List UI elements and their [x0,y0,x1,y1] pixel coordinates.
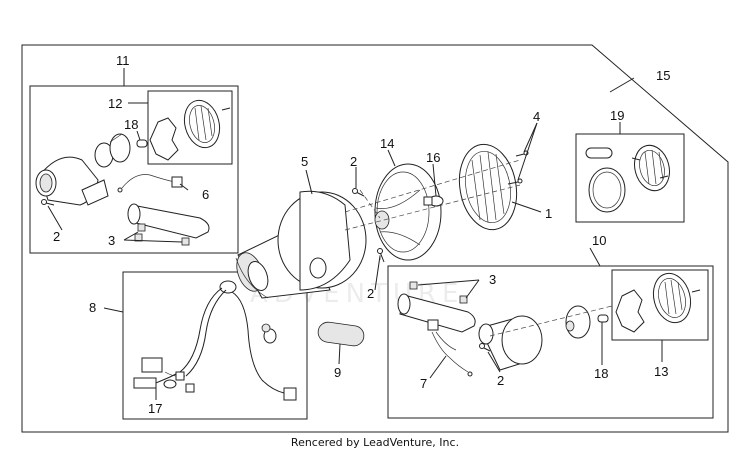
callout-12: 12 [108,96,122,111]
wire-part-6 [117,174,183,193]
callout-9: 9 [334,365,341,380]
callout-14: 14 [380,136,394,151]
callout-19: 19 [610,108,624,123]
gasket-part-19 [585,144,670,213]
box-12 [147,90,233,165]
socket-right [565,305,591,339]
callout-15: 15 [656,68,670,83]
lens-part-13-right [652,272,701,324]
callout-18-right: 18 [594,366,608,381]
box-8 [122,271,308,420]
bulb-part-18-right [597,314,609,323]
callout-2-right: 2 [497,373,504,388]
callout-3-left: 3 [108,233,115,248]
screw-part-2-top [352,188,365,197]
callout-17: 17 [148,401,162,416]
callout-18-left: 18 [124,117,138,132]
harness-part-8 [133,280,297,401]
bulb-part-18-left [136,139,148,148]
callout-11: 11 [116,53,130,68]
lens-part-12-left [183,99,231,149]
turn-signal-socket-left [94,133,131,168]
reflector-part-12-left [149,117,179,161]
box-19 [575,133,685,223]
callout-13: 13 [654,364,668,379]
callout-6: 6 [202,187,209,202]
callout-5: 5 [301,154,308,169]
screw-part-2-right [479,343,491,352]
turn-signal-housing-right [478,315,543,371]
callout-2-top: 2 [350,154,357,169]
screw-part-2-bottom [377,248,385,263]
wire-part-7 [431,331,473,377]
housing-part-5 [235,190,367,299]
arm-tube-right [397,293,476,333]
assembly-frame [21,44,729,433]
screws-part-4 [507,150,529,185]
reflector-part-14 [374,163,442,261]
callout-8: 8 [89,300,96,315]
callout-2-mid: 2 [367,286,374,301]
leader-lines [47,68,663,400]
footer-credit: Rencered by LeadVenture, Inc. [290,436,460,449]
callout-16: 16 [426,150,440,165]
turn-signal-housing-left [35,156,109,206]
callout-3-right: 3 [489,272,496,287]
callout-7: 7 [420,376,427,391]
callout-1: 1 [545,206,552,221]
arm-tube-left [127,203,210,239]
bulb-part-16 [423,195,444,207]
callout-4: 4 [533,109,540,124]
screw-part-2-left [41,199,55,206]
clips-part-3-right [409,281,468,304]
box-13 [611,269,709,341]
box-10 [387,265,714,419]
callout-10: 10 [592,233,606,248]
reflector-part-13-right [615,289,645,333]
gasket-part-9 [317,321,365,347]
box-11 [29,85,239,254]
callout-2-left: 2 [53,229,60,244]
lens-rim-part-1 [458,143,518,231]
